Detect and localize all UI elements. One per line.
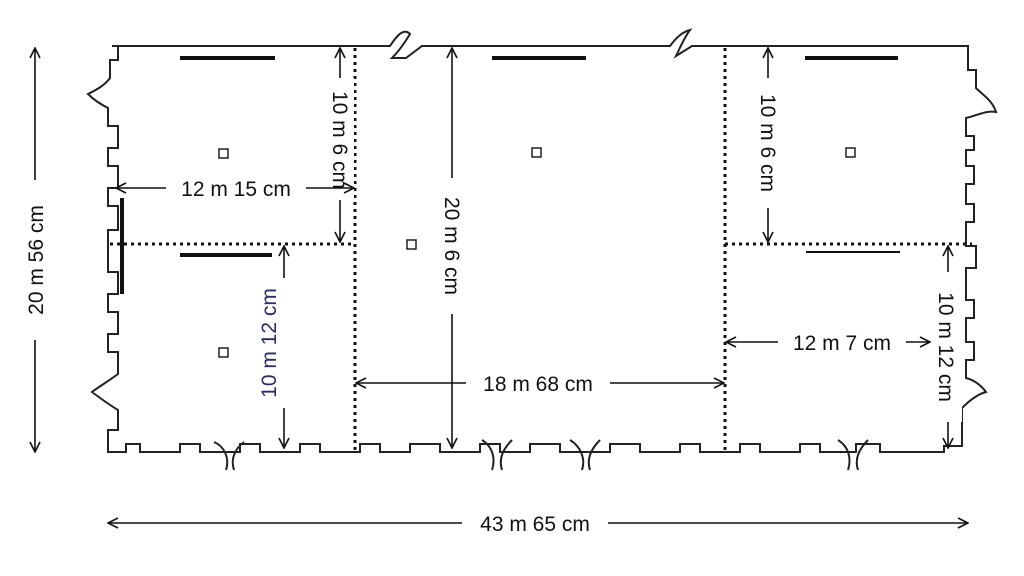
dim-hall-height-label: 20 m 6 cm bbox=[440, 197, 463, 295]
dim-room1-lower-label: 10 m 12 cm bbox=[258, 288, 281, 398]
dim-hall-width-label: 18 m 68 cm bbox=[483, 373, 593, 396]
door-swing-right bbox=[837, 439, 869, 471]
fixture-room1-top bbox=[218, 148, 229, 159]
dim-room3-lower-label: 10 m 12 cm bbox=[934, 292, 957, 402]
door-swing-hall-right bbox=[569, 439, 601, 471]
dim-room1-width-label: 12 m 15 cm bbox=[181, 178, 291, 201]
fixture-room3-top bbox=[845, 147, 856, 158]
door-swing-hall-left bbox=[481, 439, 513, 471]
dim-room3-width-label: 12 m 7 cm bbox=[793, 332, 891, 355]
dim-overall-height-label: 20 m 56 cm bbox=[25, 205, 48, 315]
fixture-hall-left bbox=[406, 239, 417, 250]
dim-overall-width-label: 43 m 65 cm bbox=[480, 513, 590, 536]
dim-room3-upper-label: 10 m 6 cm bbox=[756, 94, 779, 192]
fixture-hall-top bbox=[531, 147, 542, 158]
door-swing-left bbox=[213, 441, 245, 471]
dim-room1-upper-label: 10 m 6 cm bbox=[328, 91, 351, 189]
fixture-room1-bottom bbox=[218, 347, 229, 358]
building-outer-wall bbox=[86, 28, 998, 453]
